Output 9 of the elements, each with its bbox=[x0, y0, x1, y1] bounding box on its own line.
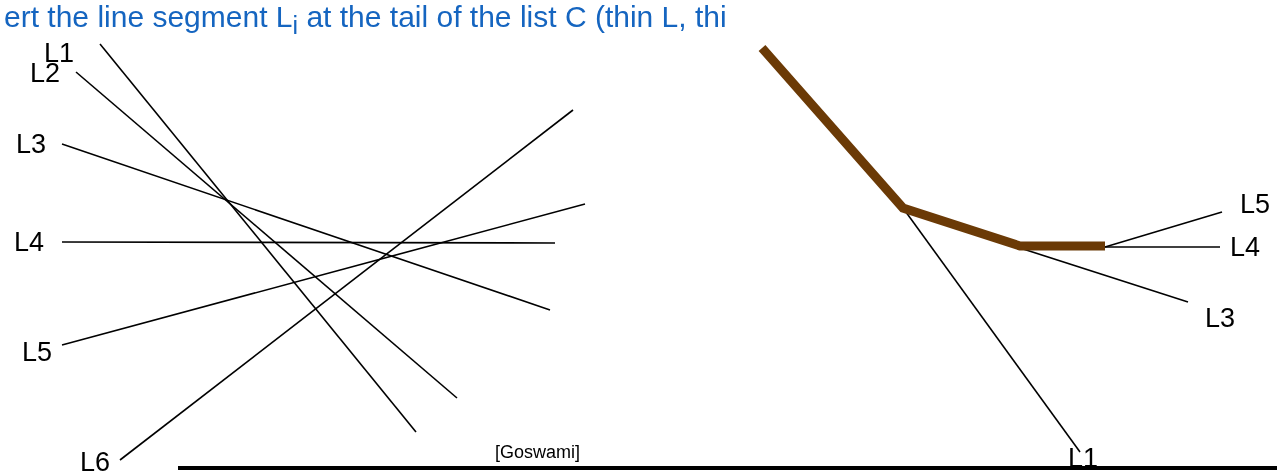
line-label: L5 bbox=[22, 339, 53, 366]
line-label: L4 bbox=[14, 229, 45, 256]
line-label: L5 bbox=[1240, 191, 1271, 218]
line-label: L6 bbox=[80, 449, 111, 474]
line-label: L3 bbox=[16, 131, 47, 158]
line-label: L3 bbox=[1205, 305, 1236, 332]
line-label: L4 bbox=[1230, 234, 1261, 261]
source-citation: [Goswami] bbox=[495, 443, 581, 461]
slide-title: ert the line segment L$_{i}$ at the tail of the list C (thin L, thi bbox=[4, 2, 727, 38]
